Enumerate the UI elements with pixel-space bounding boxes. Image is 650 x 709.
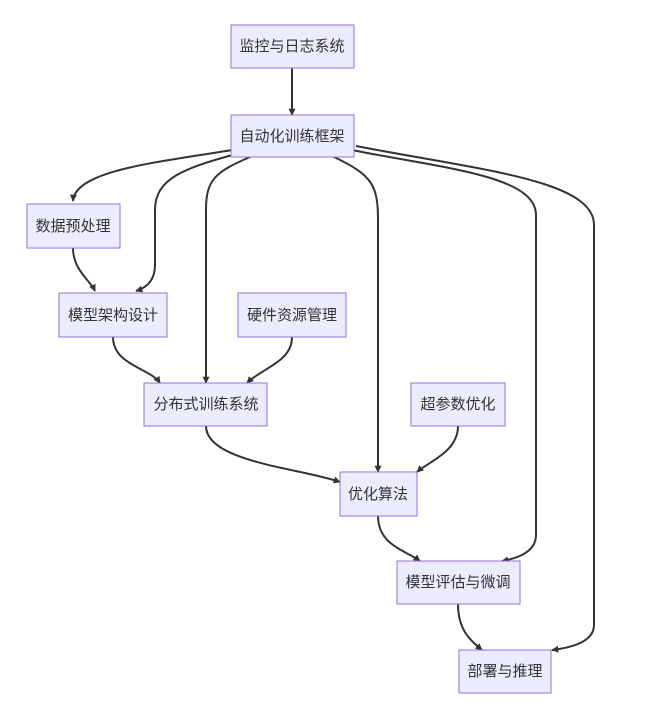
node-autotrain-label: 自动化训练框架 [239, 127, 344, 145]
node-optalgo-label: 优化算法 [348, 485, 408, 503]
node-dataprep[interactable]: 数据预处理 [26, 203, 121, 249]
edge-hwres-to-disttrain [246, 336, 293, 384]
edges [69, 68, 595, 653]
edge-dataprep-to-modelarch [72, 247, 96, 292]
node-hyperopt-label: 超参数优化 [420, 395, 495, 413]
node-evaltune-box [396, 560, 521, 605]
edge-evaltune-to-deploy [457, 603, 483, 651]
node-monitor-box [230, 24, 355, 69]
node-hyperopt-box [410, 382, 506, 427]
node-autotrain[interactable]: 自动化训练框架 [230, 114, 355, 158]
edge-autotrain-to-deploy [355, 145, 595, 653]
edge-autotrain-to-dataprep [69, 149, 233, 202]
node-optalgo-box [339, 471, 418, 517]
edge-modelarch-to-disttrain [112, 336, 161, 384]
node-dataprep-box [26, 203, 121, 249]
node-hwres-box [237, 292, 347, 338]
node-disttrain[interactable]: 分布式训练系统 [143, 382, 268, 427]
node-hwres-label: 硬件资源管理 [247, 306, 337, 324]
node-evaltune-label: 模型评估与微调 [405, 573, 510, 591]
node-hyperopt[interactable]: 超参数优化 [410, 382, 506, 427]
node-deploy-label: 部署与推理 [467, 662, 542, 680]
nodes: 监控与日志系统 自动化训练框架 数据预处理 模型架构设计 硬件资源管理 分布式训… [26, 24, 552, 694]
edge-autotrain-to-modelarch [135, 153, 237, 293]
edge-autotrain-to-optalgo [333, 156, 382, 473]
node-deploy-box [458, 649, 552, 694]
node-optalgo[interactable]: 优化算法 [339, 471, 418, 517]
node-disttrain-box [143, 382, 268, 427]
edge-optalgo-to-evaltune [377, 515, 421, 562]
node-evaltune[interactable]: 模型评估与微调 [396, 560, 521, 605]
edge-autotrain-to-disttrain [202, 156, 251, 384]
node-deploy[interactable]: 部署与推理 [458, 649, 552, 694]
node-autotrain-box [230, 114, 355, 158]
node-dataprep-label: 数据预处理 [35, 217, 110, 235]
node-modelarch-box [58, 292, 168, 338]
edge-disttrain-to-optalgo [205, 425, 341, 484]
node-disttrain-label: 分布式训练系统 [153, 395, 258, 413]
node-monitor-label: 监控与日志系统 [239, 37, 344, 55]
node-modelarch-label: 模型架构设计 [68, 306, 158, 324]
node-monitor[interactable]: 监控与日志系统 [230, 24, 355, 69]
node-hwres[interactable]: 硬件资源管理 [237, 292, 347, 338]
edge-hyperopt-to-optalgo [416, 425, 459, 473]
node-modelarch[interactable]: 模型架构设计 [58, 292, 168, 338]
edge-autotrain-to-evaltune [351, 149, 537, 564]
